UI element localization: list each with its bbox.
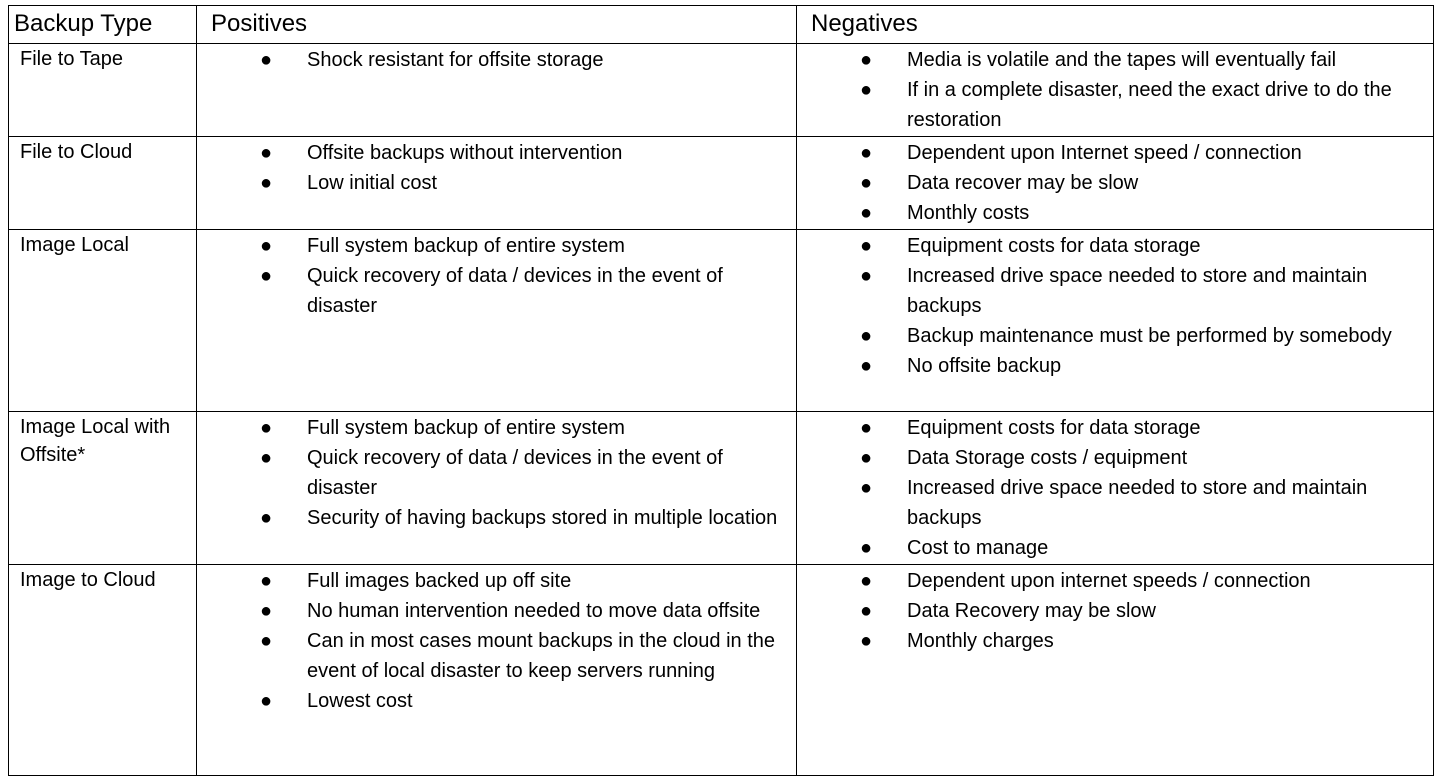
list-item: ●Data Storage costs / equipment xyxy=(797,443,1425,473)
bullet-icon: ● xyxy=(259,49,273,71)
bullet-icon: ● xyxy=(859,172,873,194)
list-item: ●Can in most cases mount backups in the … xyxy=(197,626,788,686)
positives-list: ●Full system backup of entire system ●Qu… xyxy=(197,412,796,533)
bullet-icon: ● xyxy=(259,417,273,439)
negatives-list: ●Equipment costs for data storage ●Incre… xyxy=(797,230,1433,381)
list-item: ●Full system backup of entire system xyxy=(197,231,788,261)
positives-list: ●Offsite backups without intervention ●L… xyxy=(197,137,796,198)
list-item: ●Security of having backups stored in mu… xyxy=(197,503,788,533)
negatives-list: ●Dependent upon Internet speed / connect… xyxy=(797,137,1433,228)
bullet-icon: ● xyxy=(859,477,873,499)
bullet-icon: ● xyxy=(259,630,273,652)
list-item: ●Monthly charges xyxy=(797,626,1425,656)
bullet-icon: ● xyxy=(859,355,873,377)
bullet-icon: ● xyxy=(259,265,273,287)
negatives-cell: ●Equipment costs for data storage ●Data … xyxy=(796,411,1434,565)
bullet-icon: ● xyxy=(859,49,873,71)
bullet-icon: ● xyxy=(859,142,873,164)
negatives-list: ●Media is volatile and the tapes will ev… xyxy=(797,44,1433,135)
header-negatives: Negatives xyxy=(796,5,1434,44)
list-item: ●Increased drive space needed to store a… xyxy=(797,261,1425,321)
bullet-icon: ● xyxy=(259,447,273,469)
bullet-icon: ● xyxy=(259,600,273,622)
list-item: ●Lowest cost xyxy=(197,686,788,716)
list-item: ●Full system backup of entire system xyxy=(197,413,788,443)
bullet-icon: ● xyxy=(859,447,873,469)
list-item: ●No offsite backup xyxy=(797,351,1425,381)
list-item: ●Cost to manage xyxy=(797,533,1425,563)
bullet-icon: ● xyxy=(859,537,873,559)
negatives-cell: ●Media is volatile and the tapes will ev… xyxy=(796,43,1434,137)
list-item: ●Increased drive space needed to store a… xyxy=(797,473,1425,533)
bullet-icon: ● xyxy=(259,507,273,529)
positives-cell: ●Full system backup of entire system ●Qu… xyxy=(196,229,797,412)
positives-cell: ●Full images backed up off site ●No huma… xyxy=(196,564,797,776)
negatives-cell: ●Equipment costs for data storage ●Incre… xyxy=(796,229,1434,412)
backup-comparison-table: Backup Type Positives Negatives File to … xyxy=(8,5,1434,776)
bullet-icon: ● xyxy=(259,570,273,592)
bullet-icon: ● xyxy=(859,325,873,347)
list-item: ●If in a complete disaster, need the exa… xyxy=(797,75,1425,135)
positives-cell: ●Full system backup of entire system ●Qu… xyxy=(196,411,797,565)
backup-type-cell: File to Cloud xyxy=(8,136,197,230)
header-backup-type: Backup Type xyxy=(8,5,197,44)
list-item: ●Equipment costs for data storage xyxy=(797,231,1425,261)
negatives-cell: ●Dependent upon internet speeds / connec… xyxy=(796,564,1434,776)
backup-type-cell: Image Local xyxy=(8,229,197,412)
positives-list: ●Shock resistant for offsite storage xyxy=(197,44,796,75)
bullet-icon: ● xyxy=(859,202,873,224)
list-item: ●Monthly costs xyxy=(797,198,1425,228)
bullet-icon: ● xyxy=(259,172,273,194)
list-item: ●Quick recovery of data / devices in the… xyxy=(197,261,788,321)
list-item: ●Media is volatile and the tapes will ev… xyxy=(797,45,1425,75)
list-item: ●Low initial cost xyxy=(197,168,788,198)
list-item: ●Data Recovery may be slow xyxy=(797,596,1425,626)
list-item: ●No human intervention needed to move da… xyxy=(197,596,788,626)
bullet-icon: ● xyxy=(259,235,273,257)
backup-type-cell: Image to Cloud xyxy=(8,564,197,776)
negatives-list: ●Equipment costs for data storage ●Data … xyxy=(797,412,1433,563)
negatives-cell: ●Dependent upon Internet speed / connect… xyxy=(796,136,1434,230)
list-item: ●Dependent upon Internet speed / connect… xyxy=(797,138,1425,168)
list-item: ●Shock resistant for offsite storage xyxy=(197,45,788,75)
bullet-icon: ● xyxy=(259,690,273,712)
bullet-icon: ● xyxy=(859,570,873,592)
table-row: File to Tape ●Shock resistant for offsit… xyxy=(8,43,1434,137)
list-item: ●Quick recovery of data / devices in the… xyxy=(197,443,788,503)
positives-cell: ●Shock resistant for offsite storage xyxy=(196,43,797,137)
list-item: ●Full images backed up off site xyxy=(197,566,788,596)
bullet-icon: ● xyxy=(259,142,273,164)
bullet-icon: ● xyxy=(859,79,873,101)
table-row: Image Local with Offsite* ●Full system b… xyxy=(8,411,1434,565)
bullet-icon: ● xyxy=(859,235,873,257)
header-row: Backup Type Positives Negatives xyxy=(8,5,1434,44)
header-positives: Positives xyxy=(196,5,797,44)
table-row: Image Local ●Full system backup of entir… xyxy=(8,229,1434,412)
backup-type-cell: Image Local with Offsite* xyxy=(8,411,197,565)
negatives-list: ●Dependent upon internet speeds / connec… xyxy=(797,565,1433,656)
list-item: ●Equipment costs for data storage xyxy=(797,413,1425,443)
list-item: ●Data recover may be slow xyxy=(797,168,1425,198)
backup-type-cell: File to Tape xyxy=(8,43,197,137)
positives-list: ●Full images backed up off site ●No huma… xyxy=(197,565,796,716)
table-row: File to Cloud ●Offsite backups without i… xyxy=(8,136,1434,230)
list-item: ●Backup maintenance must be performed by… xyxy=(797,321,1425,351)
bullet-icon: ● xyxy=(859,265,873,287)
bullet-icon: ● xyxy=(859,630,873,652)
list-item: ●Offsite backups without intervention xyxy=(197,138,788,168)
list-item: ●Dependent upon internet speeds / connec… xyxy=(797,566,1425,596)
bullet-icon: ● xyxy=(859,600,873,622)
positives-cell: ●Offsite backups without intervention ●L… xyxy=(196,136,797,230)
positives-list: ●Full system backup of entire system ●Qu… xyxy=(197,230,796,321)
bullet-icon: ● xyxy=(859,417,873,439)
table-row: Image to Cloud ●Full images backed up of… xyxy=(8,564,1434,776)
